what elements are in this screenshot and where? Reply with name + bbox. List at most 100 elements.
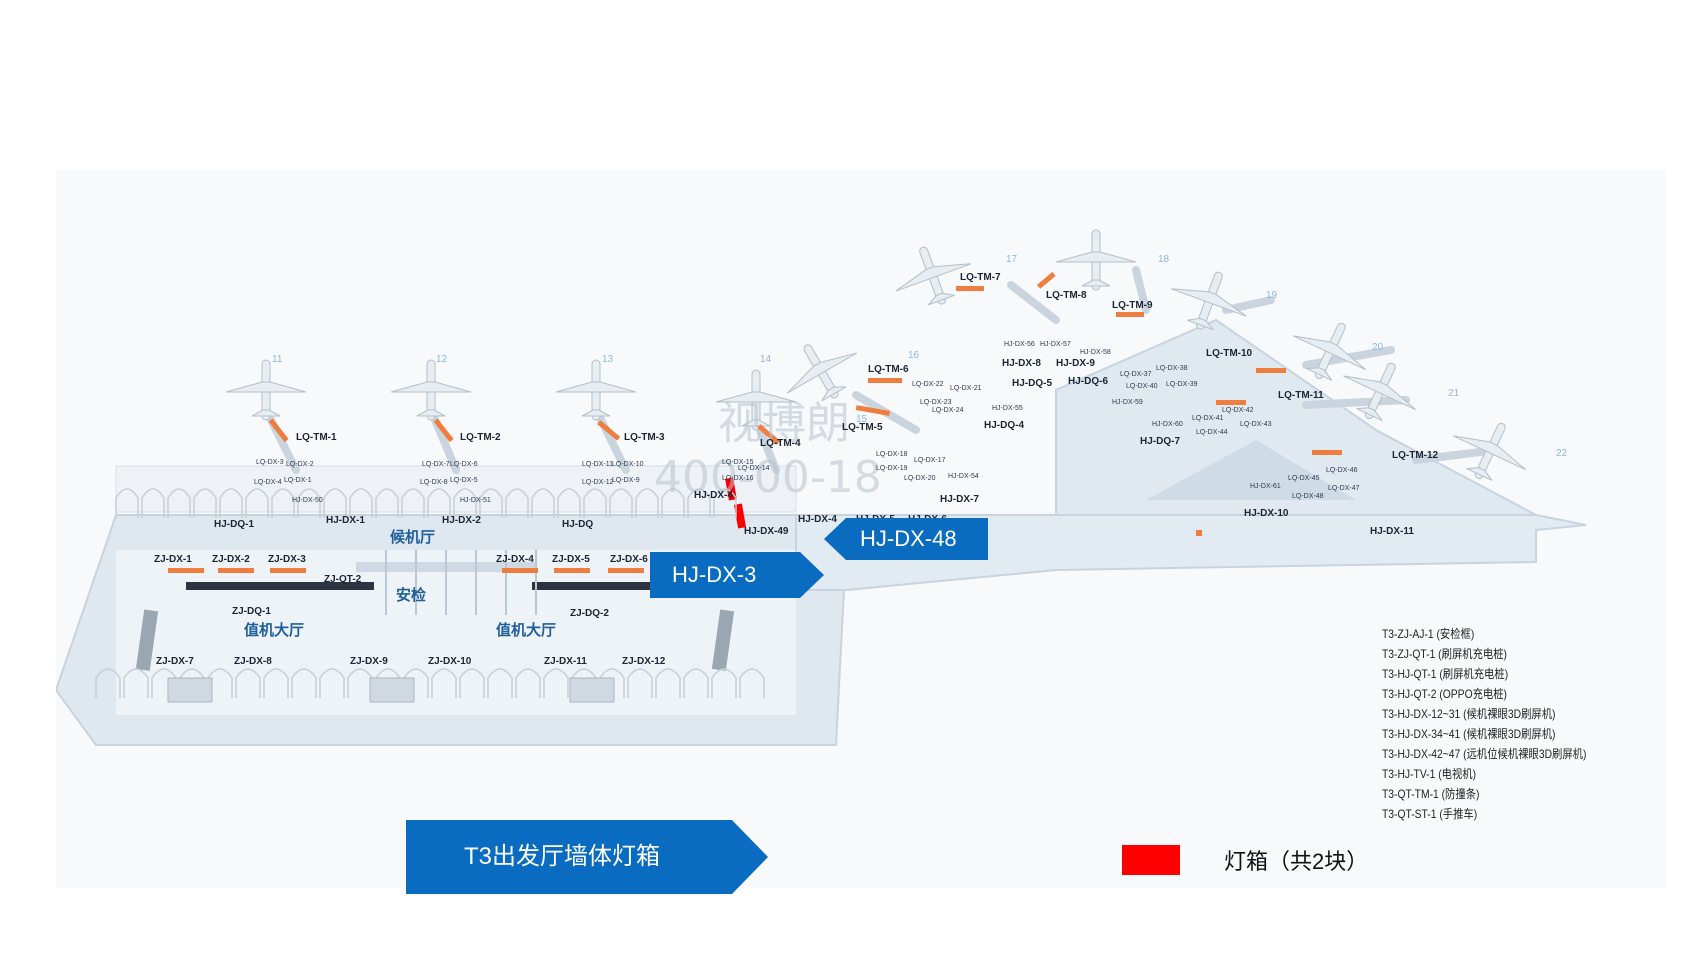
ad-label: HJ-DX-4	[798, 514, 837, 525]
ad-label: ZJ-DX-11	[544, 656, 587, 667]
ad-label: HJ-DQ	[562, 519, 593, 530]
aircraft-group	[225, 229, 1526, 481]
facade-arch	[687, 488, 711, 518]
ad-label: LQ-DX-18	[876, 451, 908, 458]
ad-label: ZJ-DX-3	[268, 554, 306, 565]
facade-arch	[635, 488, 659, 518]
ad-label: LQ-DX-37	[1120, 371, 1152, 378]
ad-label: HJ-DX-8	[1002, 358, 1041, 369]
facade-arch	[95, 668, 121, 698]
ad-label: LQ-DX-43	[1240, 421, 1272, 428]
airplane-icon	[895, 246, 972, 306]
ad-label: LQ-DX-8	[420, 479, 448, 486]
ad-label: LQ-TM-12	[1392, 450, 1439, 461]
facade-arch	[401, 488, 425, 518]
entrance-kiosks	[167, 677, 615, 703]
ad-label: HJ-DQ-6	[1068, 376, 1108, 387]
facade-arch	[431, 668, 457, 698]
ad-label: LQ-DX-22	[912, 381, 944, 388]
gate-number: 22	[1556, 448, 1568, 459]
code-legend-item: T3-QT-ST-1 (手推车)	[1382, 807, 1478, 821]
ad-label: HJ-DX-58	[1080, 349, 1111, 356]
facade-arch	[235, 668, 261, 698]
gate-number: 17	[1006, 254, 1018, 265]
ad-label: HJ-DQ-7	[1140, 436, 1180, 447]
gate-number: 13	[602, 354, 614, 365]
facade-arch	[711, 668, 737, 698]
ad-label: LQ-TM-1	[296, 432, 337, 443]
facade-arch	[531, 488, 555, 518]
ad-label: HJ-DX-54	[948, 473, 979, 480]
ad-label: LQ-DX-46	[1326, 467, 1358, 474]
facade-arch	[505, 488, 529, 518]
ad-label: ZJ-DX-10	[428, 656, 472, 667]
ad-label: LQ-DX-21	[950, 385, 982, 392]
facade-arch	[453, 488, 477, 518]
facade-arch	[271, 488, 295, 518]
facade-arch	[479, 488, 503, 518]
ad-label: LQ-DX-17	[914, 457, 946, 464]
ad-label: HJ-DX-55	[992, 405, 1023, 412]
ad-label: LQ-DX-48	[1292, 493, 1324, 500]
code-legend-item: T3-HJ-TV-1 (电视机)	[1382, 767, 1477, 781]
gate-number: 21	[1448, 388, 1460, 399]
ad-label: HJ-DQ-1	[214, 519, 254, 530]
facade-arch	[123, 668, 149, 698]
ad-label: LQ-DX-5	[450, 477, 478, 484]
ad-label: ZJ-DX-6	[610, 554, 648, 565]
ad-label: HJ-DQ-4	[984, 420, 1024, 431]
facade-arch	[193, 488, 217, 518]
satellite-hub	[1055, 318, 1537, 516]
ad-label: LQ-DX-4	[254, 479, 282, 486]
code-legend-item: T3-HJ-QT-1 (刷屏机充电桩)	[1382, 667, 1509, 681]
airplane-icon	[1170, 271, 1247, 331]
ad-label: ZJ-DX-1	[154, 554, 192, 565]
facade-arch	[219, 488, 243, 518]
lightbox-hj-dx-3	[733, 503, 747, 529]
ad-label: LQ-TM-7	[960, 272, 1001, 283]
security-lanes	[385, 550, 537, 615]
ad-label: LQ-DX-10	[612, 461, 644, 468]
watermark-phone: 400-00-18	[654, 452, 882, 503]
terminal-floor-plan: 11 12 13 14 15 16 17 18 19 20 21 22	[56, 229, 1587, 746]
ad-label: LQ-TM-10	[1206, 348, 1253, 359]
ad-label: ZJ-DX-12	[622, 656, 666, 667]
ad-label: HJ-DX-59	[1112, 399, 1143, 406]
airplane-icon	[787, 344, 857, 402]
facade-arch	[609, 488, 633, 518]
ad-label: HJ-DX-49	[744, 526, 789, 537]
ad-label: LQ-DX-14	[738, 465, 770, 472]
facade-arch	[627, 668, 653, 698]
ad-label: LQ-DX-38	[1156, 365, 1188, 372]
hub-courtyard	[1146, 440, 1356, 500]
ad-markers	[168, 272, 1342, 573]
title-banner: T3出发厅墙体灯箱	[406, 820, 768, 894]
ad-label: HJ-DX-50	[292, 497, 323, 504]
ad-label: LQ-TM-3	[624, 432, 665, 443]
waiting-hall-label: 候机厅	[390, 528, 435, 546]
ad-label: LQ-DX-3	[256, 459, 284, 466]
facade-arch	[297, 488, 321, 518]
ad-label: ZJ-DX-9	[350, 656, 388, 667]
facade-arch	[683, 668, 709, 698]
ad-label: LQ-DX-24	[932, 407, 964, 414]
ad-label: LQ-TM-9	[1112, 300, 1153, 311]
ad-label: ZJ-DX-7	[156, 656, 194, 667]
ad-label: LQ-TM-2	[460, 432, 501, 443]
airplane-icon	[715, 369, 797, 431]
gate-number: 20	[1372, 342, 1384, 353]
facade-arch	[323, 488, 347, 518]
airplane-icon	[555, 359, 637, 421]
ad-label: HJ-DX-56	[1004, 341, 1035, 348]
code-legend-item: T3-ZJ-AJ-1 (安检框)	[1382, 627, 1475, 641]
ad-label: LQ-DX-16	[722, 475, 754, 482]
facade-arch	[543, 668, 569, 698]
code-legend-item: T3-ZJ-QT-1 (刷屏机充电桩)	[1382, 647, 1507, 661]
ad-label: ZJ-DX-4	[496, 554, 534, 565]
legend-label: 灯箱（共2块）	[1224, 849, 1369, 874]
ad-label: HJ-DX-51	[460, 497, 491, 504]
code-legend-item: T3-HJ-DX-12~31 (候机裸眼3D刷屏机)	[1382, 707, 1556, 721]
ad-label: HJ-DX-2	[442, 515, 481, 526]
facade-arch	[115, 488, 139, 518]
facade-arch	[739, 668, 765, 698]
